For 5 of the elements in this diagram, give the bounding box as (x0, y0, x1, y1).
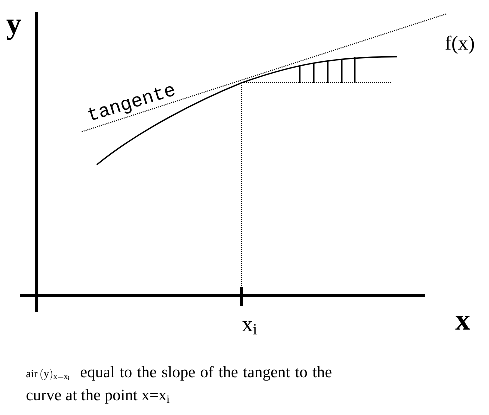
curve-label: f(x) (446, 36, 474, 54)
axis-label: y (6, 20, 22, 40)
axis-label: x (456, 316, 470, 330)
caption: $\mathrm{air}\,(\mathrm{y})_{\mathrm{x=x_i}}$ equal to the slope of the tangent to the curve at the point x=x$_{i}$ (26, 366, 332, 404)
tick-label: x$_{i}$ (242, 321, 258, 335)
